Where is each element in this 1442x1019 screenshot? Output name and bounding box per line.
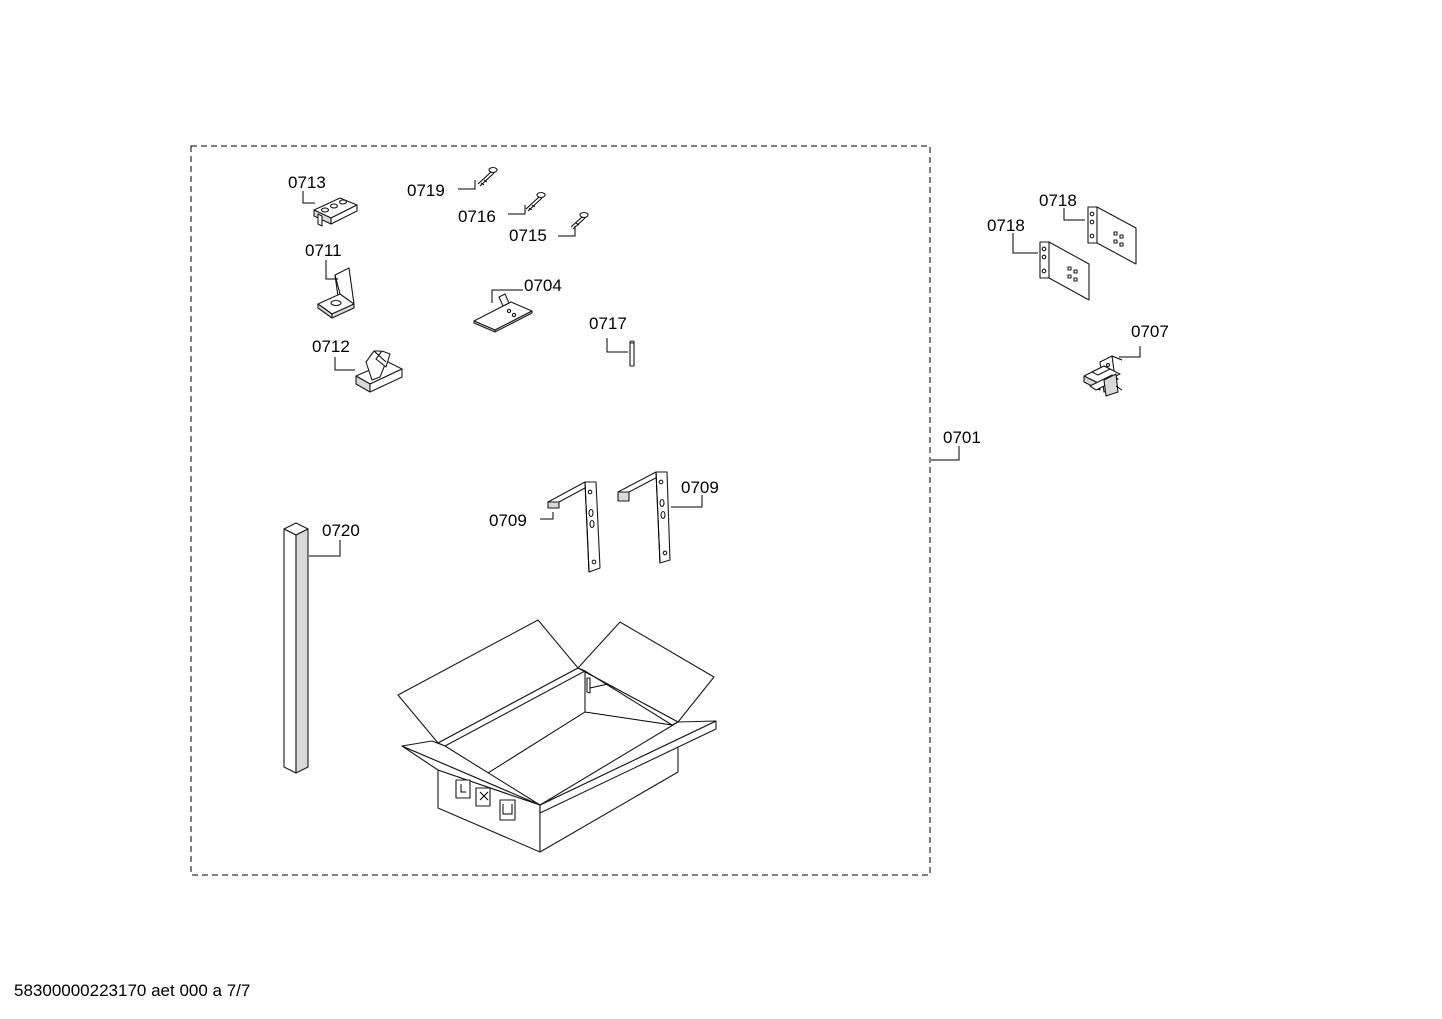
part-0718-lower-drawing [1039,241,1090,301]
label-0707: 0707 [1131,322,1169,341]
document-id-footer: 58300000223170 aet 000 a 7/7 [14,981,251,1000]
part-0709-left-drawing [547,481,601,573]
part-0719-drawing [477,166,498,187]
assembly-group-boundary [190,145,931,876]
part-0716-drawing [525,191,546,212]
part-0711-drawing [317,267,355,319]
label-0715: 0715 [509,226,547,245]
label-0709-right: 0709 [681,478,719,497]
label-0717: 0717 [589,314,627,333]
label-0720: 0720 [322,521,360,540]
part-0715-drawing [570,211,589,230]
label-0718-lower: 0718 [987,216,1025,235]
label-0701: 0701 [943,428,981,447]
label-0711: 0711 [305,241,342,260]
label-0718-upper: 0718 [1039,191,1077,210]
part-0718-upper-drawing [1087,206,1137,265]
label-0719: 0719 [407,181,445,200]
part-0712-drawing [355,350,403,393]
label-0716: 0716 [458,207,496,226]
part-0704-drawing [473,293,533,333]
part-0720-drawing [283,522,309,774]
label-0704: 0704 [524,276,562,295]
part-0707-drawing [1083,355,1123,397]
label-0712: 0712 [312,337,350,356]
cardboard-box-drawing [397,619,717,853]
part-0713-drawing [313,197,358,227]
part-0717-drawing [629,340,635,367]
label-0709-left: 0709 [489,511,527,530]
label-0713: 0713 [288,173,326,192]
part-0709-right-drawing [617,471,671,564]
